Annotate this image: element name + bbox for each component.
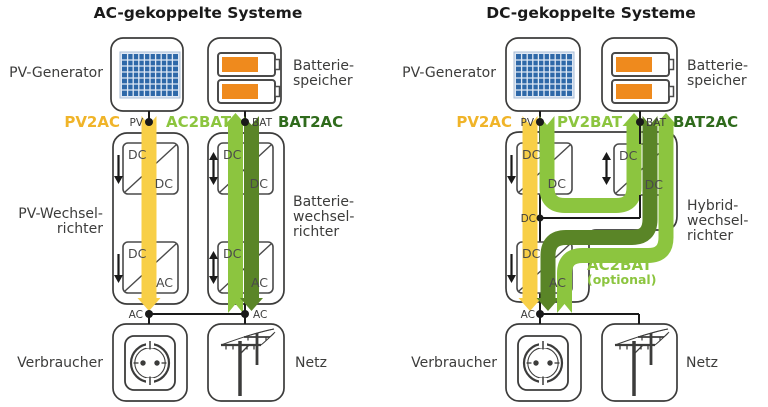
consumer-label: Verbraucher (411, 355, 497, 371)
ac-node-dot (145, 310, 153, 318)
converter-label: DC (155, 176, 174, 191)
converter-label: DC (128, 147, 147, 162)
bat-node-label: BAT (252, 117, 273, 129)
pv-generator-label: PV-Generator (9, 65, 103, 81)
flow-label-pv2ac: PV2AC (456, 113, 512, 131)
flow-band-pv2ac (518, 116, 542, 311)
grid-box (207, 323, 285, 402)
converter-label: DC (250, 176, 269, 191)
hybrid-inverter-label: richter (687, 228, 733, 244)
pv-inverter-label: richter (57, 221, 103, 237)
battery-inverter-label: richter (293, 224, 339, 240)
flow-label-bat2ac: BAT2AC (673, 113, 738, 131)
battery-storage-label: Batterie- (293, 58, 354, 74)
diagram-title: DC-gekoppelte Systeme (486, 4, 696, 22)
flow-label-ac2bat-optional: AC2BAT (587, 256, 653, 274)
ac-node-label: AC (129, 309, 143, 321)
battery-inverter-label: Batterie- (293, 194, 354, 210)
flow-band-bat2ac (536, 116, 658, 311)
consumer-label: Verbraucher (17, 355, 103, 371)
pv-generator-label: PV-Generator (402, 65, 496, 81)
solar-panel-icon (119, 51, 181, 99)
power-socket-icon (516, 334, 570, 392)
converter-label: AC (549, 275, 566, 290)
converter-label: DC (128, 246, 147, 261)
dc-link-node-label: DC (521, 213, 536, 225)
flow-label-pv2ac: PV2AC (64, 113, 120, 131)
bat-node-dot (241, 118, 249, 126)
solar-panel-icon (513, 51, 575, 99)
battery-icon (217, 52, 281, 77)
ac-node-dot (241, 310, 249, 318)
converter-label: DC (548, 176, 567, 191)
battery-storage-label: Batterie- (687, 58, 748, 74)
converter-label: DC (522, 147, 541, 162)
hybrid-inverter-label: wechsel- (687, 213, 748, 229)
power-socket-icon (123, 334, 177, 392)
ac-node-dot (536, 310, 544, 318)
battery-icon (217, 79, 281, 104)
pv-node-label: PV (129, 117, 143, 129)
pv-node-label: PV (520, 117, 534, 129)
pv-node-dot (536, 118, 544, 126)
flow-label-ac2bat-optional: (optional) (587, 272, 656, 287)
flow-label-pv2bat: PV2BAT (557, 113, 623, 131)
converter-label: AC (156, 275, 173, 290)
battery-icon (611, 52, 675, 77)
dc-link-node-dot (536, 214, 544, 222)
flow-band-ac2bat-optional (557, 113, 678, 313)
converter-label: AC (251, 275, 268, 290)
converter-label: DC (223, 246, 242, 261)
diagram-title: AC-gekoppelte Systeme (94, 4, 303, 22)
converter-label: DC (645, 177, 664, 192)
converter-label: DC (522, 246, 541, 261)
flow-band-pv2ac (137, 116, 161, 311)
bat-node-label: BAT (646, 117, 667, 129)
hybrid-inverter-label: Hybrid- (687, 198, 738, 214)
flow-label-bat2ac: BAT2AC (278, 113, 343, 131)
ac-node-label: AC (253, 309, 267, 321)
battery-inverter-label: wechsel- (293, 209, 354, 225)
battery-icon (611, 79, 675, 104)
converter-label: DC (619, 148, 638, 163)
bat-node-dot (636, 118, 644, 126)
battery-storage-label: speicher (293, 73, 353, 89)
ac-node-label: AC (521, 309, 535, 321)
dc-coupled-diagram: DC-gekoppelte Systeme PV-Generator Batte… (402, 4, 748, 402)
grid-label: Netz (295, 355, 327, 371)
pv-inverter-label: PV-Wechsel- (18, 206, 103, 222)
battery-storage-label: speicher (687, 73, 747, 89)
flow-label-ac2bat: AC2BAT (166, 113, 232, 131)
ac-coupled-diagram: AC-gekoppelte Systeme PV-Generator Batte… (9, 4, 354, 402)
pv-node-dot (145, 118, 153, 126)
grid-label: Netz (686, 355, 718, 371)
converter-label: DC (223, 147, 242, 162)
